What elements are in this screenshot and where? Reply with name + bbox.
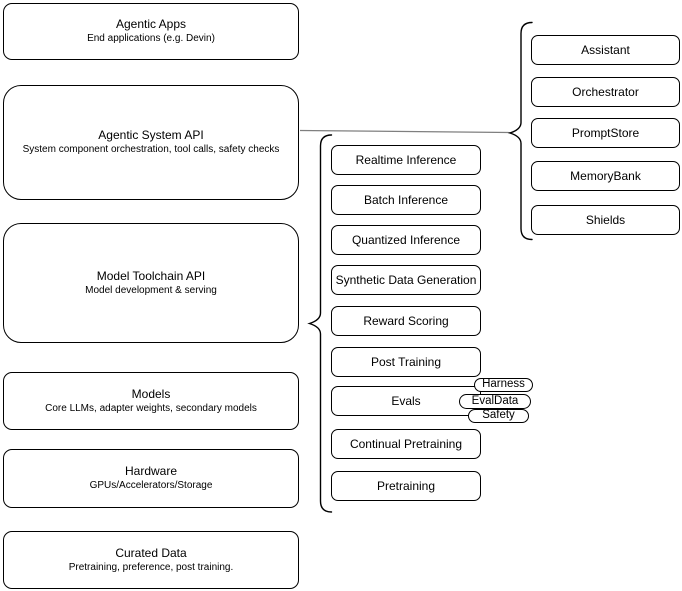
component-assistant: Assistant <box>531 35 680 65</box>
component-label: Shields <box>585 213 626 227</box>
layer-curated-data: Curated Data Pretraining, preference, po… <box>3 531 299 589</box>
toolchain-item-label: Batch Inference <box>363 193 449 207</box>
toolchain-item-quantized-inference: Quantized Inference <box>331 225 481 255</box>
layer-subtitle: Pretraining, preference, post training. <box>68 561 234 573</box>
evals-tag-label: Harness <box>482 378 525 391</box>
toolchain-item-label: Synthetic Data Generation <box>335 273 477 287</box>
component-label: PromptStore <box>571 126 640 140</box>
layer-title: Agentic Apps <box>115 17 187 31</box>
layer-agentic-system-api: Agentic System API System component orch… <box>3 85 299 200</box>
toolchain-bracket <box>307 134 333 513</box>
layer-subtitle: End applications (e.g. Devin) <box>87 33 215 44</box>
evals-tag-evaldata: EvalData <box>459 394 531 409</box>
component-label: Assistant <box>581 43 630 57</box>
layer-title: Model Toolchain API <box>96 268 206 283</box>
toolchain-item-synthetic-data-generation: Synthetic Data Generation <box>331 265 481 295</box>
evals-tag-label: Safety <box>482 409 515 422</box>
layer-subtitle: Core LLMs, adapter weights, secondary mo… <box>45 402 257 414</box>
toolchain-item-label: Reward Scoring <box>363 314 449 328</box>
evals-tag-harness: Harness <box>474 378 533 392</box>
toolchain-item-label: Quantized Inference <box>351 233 461 247</box>
toolchain-item-label: Continual Pretraining <box>349 437 463 451</box>
layer-subtitle: Model development & serving <box>85 284 217 296</box>
evals-tag-label: EvalData <box>471 394 519 407</box>
layer-subtitle: System component orchestration, tool cal… <box>22 144 280 155</box>
layer-title: Curated Data <box>115 545 187 560</box>
layer-title: Agentic System API <box>98 128 204 142</box>
toolchain-item-label: Post Training <box>370 355 442 369</box>
toolchain-item-label: Evals <box>391 394 421 408</box>
toolchain-item-pretraining: Pretraining <box>331 471 481 501</box>
components-bracket <box>507 21 533 241</box>
layer-hardware: Hardware GPUs/Accelerators/Storage <box>3 449 299 508</box>
toolchain-item-post-training: Post Training <box>331 347 481 377</box>
layer-subtitle: GPUs/Accelerators/Storage <box>89 480 213 491</box>
layer-title: Hardware <box>124 464 178 478</box>
component-promptstore: PromptStore <box>531 118 680 148</box>
toolchain-item-reward-scoring: Reward Scoring <box>331 306 481 336</box>
layer-agentic-apps: Agentic Apps End applications (e.g. Devi… <box>3 3 299 60</box>
toolchain-item-realtime-inference: Realtime Inference <box>331 145 481 175</box>
layer-model-toolchain-api: Model Toolchain API Model development & … <box>3 223 299 343</box>
toolchain-item-batch-inference: Batch Inference <box>331 185 481 215</box>
component-label: Orchestrator <box>572 85 639 99</box>
toolchain-item-label: Pretraining <box>376 479 436 493</box>
component-shields: Shields <box>531 205 680 235</box>
layer-title: Models <box>131 386 171 401</box>
component-memorybank: MemoryBank <box>531 161 680 191</box>
toolchain-item-continual-pretraining: Continual Pretraining <box>331 429 481 459</box>
toolchain-item-evals: Evals <box>331 386 481 416</box>
component-orchestrator: Orchestrator <box>531 77 680 107</box>
toolchain-item-label: Realtime Inference <box>355 153 457 167</box>
component-label: MemoryBank <box>570 169 641 183</box>
evals-tag-safety: Safety <box>468 409 529 423</box>
layer-models: Models Core LLMs, adapter weights, secon… <box>3 372 299 430</box>
system-api-connector-line <box>299 129 511 134</box>
